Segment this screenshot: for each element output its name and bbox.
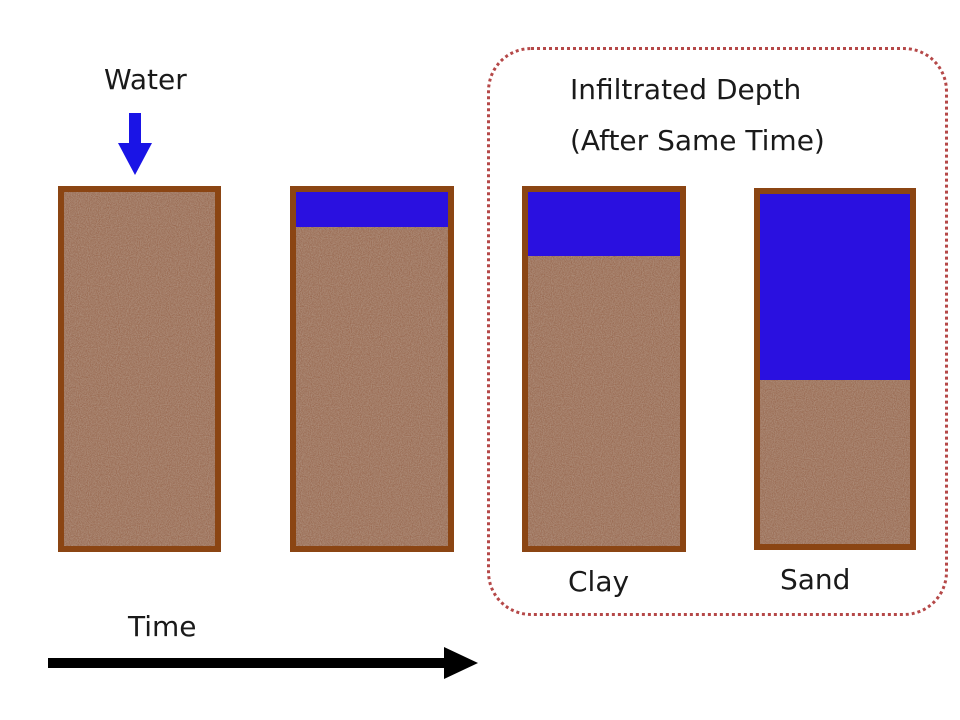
- soil-column-2: [290, 186, 454, 552]
- clay-label: Clay: [568, 565, 630, 598]
- water-layer: [760, 194, 910, 380]
- water-layer: [296, 192, 448, 228]
- water-down-arrow-icon: [118, 113, 152, 175]
- comparison-group-box: [487, 47, 948, 616]
- time-label: Time: [128, 610, 197, 643]
- soil-texture: [64, 192, 215, 546]
- group-title-line1: Infiltrated Depth: [570, 73, 802, 106]
- clay-column: [522, 186, 686, 552]
- soil-column-1: [58, 186, 221, 552]
- water-layer: [528, 192, 680, 256]
- sand-label: Sand: [780, 563, 851, 596]
- time-right-arrow-icon: [48, 647, 478, 679]
- sand-column: [754, 188, 916, 550]
- soil-texture: [296, 192, 448, 546]
- group-title-line2: (After Same Time): [570, 124, 825, 157]
- water-label: Water: [104, 63, 187, 96]
